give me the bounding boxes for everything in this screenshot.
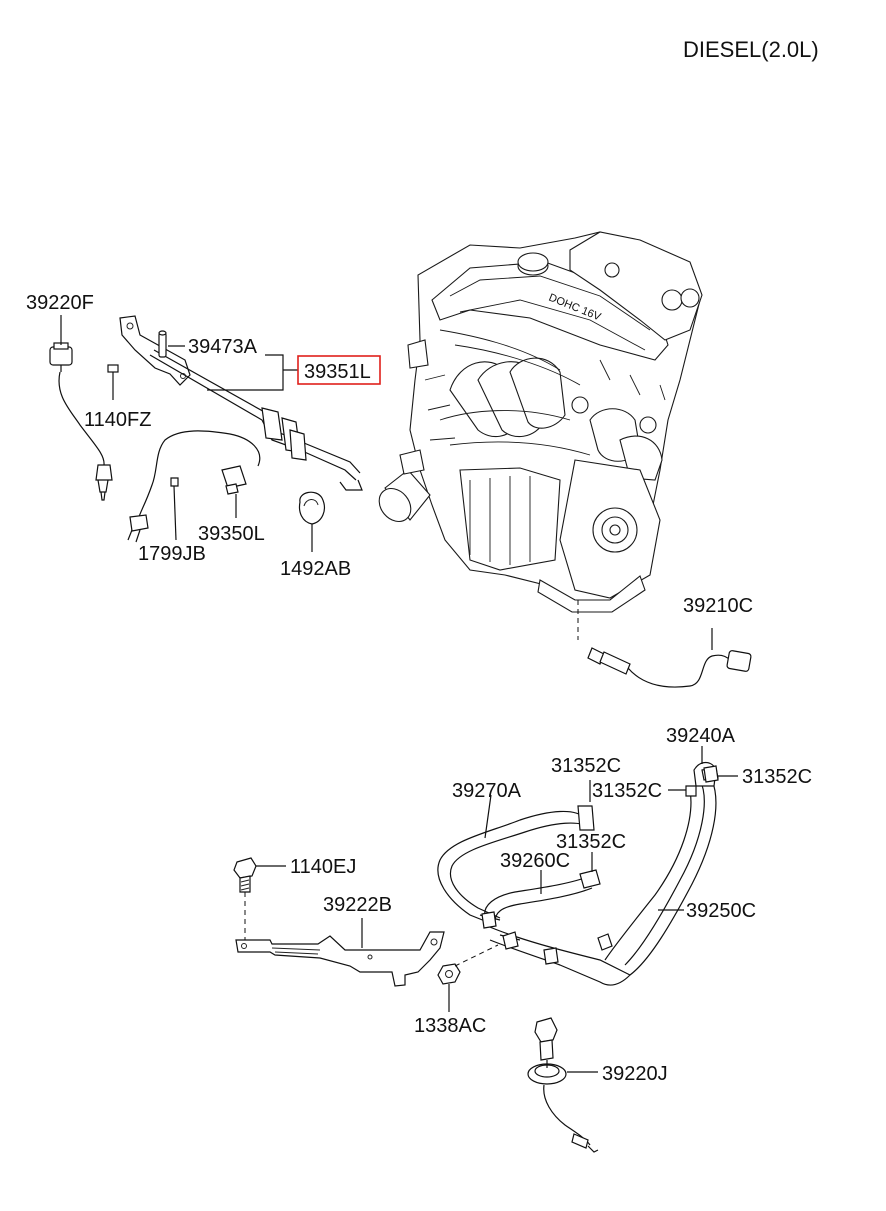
bolt-1140FZ	[107, 364, 119, 380]
label-39270A: 39270A	[452, 780, 522, 802]
hose-39250C	[479, 779, 717, 986]
oxygen-sensor-39220F	[49, 342, 113, 501]
hose-39270A	[437, 805, 595, 926]
label-39473A: 39473A	[188, 336, 258, 358]
install-line-1338AC	[454, 944, 499, 967]
label-39351L: 39351L	[304, 361, 371, 383]
oxygen-sensor-39210C	[587, 628, 752, 688]
bracket-39222B	[235, 931, 445, 987]
diagram-title: DIESEL(2.0L)	[683, 37, 819, 62]
nut-1338AC	[437, 963, 461, 985]
label-31352C-c: 31352C	[742, 766, 812, 788]
label-39210C: 39210C	[683, 595, 753, 617]
label-39260C: 39260C	[500, 850, 570, 872]
label-39240A: 39240A	[666, 725, 736, 747]
stud-39473A	[158, 330, 167, 358]
label-39220J: 39220J	[602, 1063, 668, 1085]
label-1799JB: 1799JB	[138, 543, 206, 565]
clip-1492AB	[298, 491, 325, 525]
sensor-39350L	[127, 430, 261, 543]
clamp-31352C-b	[685, 785, 697, 797]
label-39222B: 39222B	[323, 894, 392, 916]
highlight-box-39351L	[297, 355, 381, 385]
bolt-1140EJ	[233, 857, 257, 893]
clamp-31352C-c	[703, 765, 719, 783]
oxygen-sensor-39220J	[527, 1017, 599, 1153]
label-31352C-a: 31352C	[551, 755, 621, 777]
label-31352C-b: 31352C	[592, 780, 662, 802]
harness-bracket-39351L	[119, 315, 363, 491]
hose-39260C	[484, 869, 601, 925]
label-39350L: 39350L	[198, 523, 265, 545]
leader-39270A	[484, 794, 492, 839]
label-1140EJ: 1140EJ	[290, 856, 356, 878]
label-39220F: 39220F	[26, 292, 94, 314]
leader-39351L	[207, 354, 298, 391]
label-1338AC: 1338AC	[414, 1015, 486, 1037]
engine-assembly: DOHC 16V	[378, 231, 703, 613]
label-1492AB: 1492AB	[280, 558, 351, 580]
label-1140FZ: 1140FZ	[84, 409, 151, 431]
label-39250C: 39250C	[686, 900, 756, 922]
cable-tie-1799JB	[170, 477, 179, 541]
label-31352C-d: 31352C	[556, 831, 626, 853]
